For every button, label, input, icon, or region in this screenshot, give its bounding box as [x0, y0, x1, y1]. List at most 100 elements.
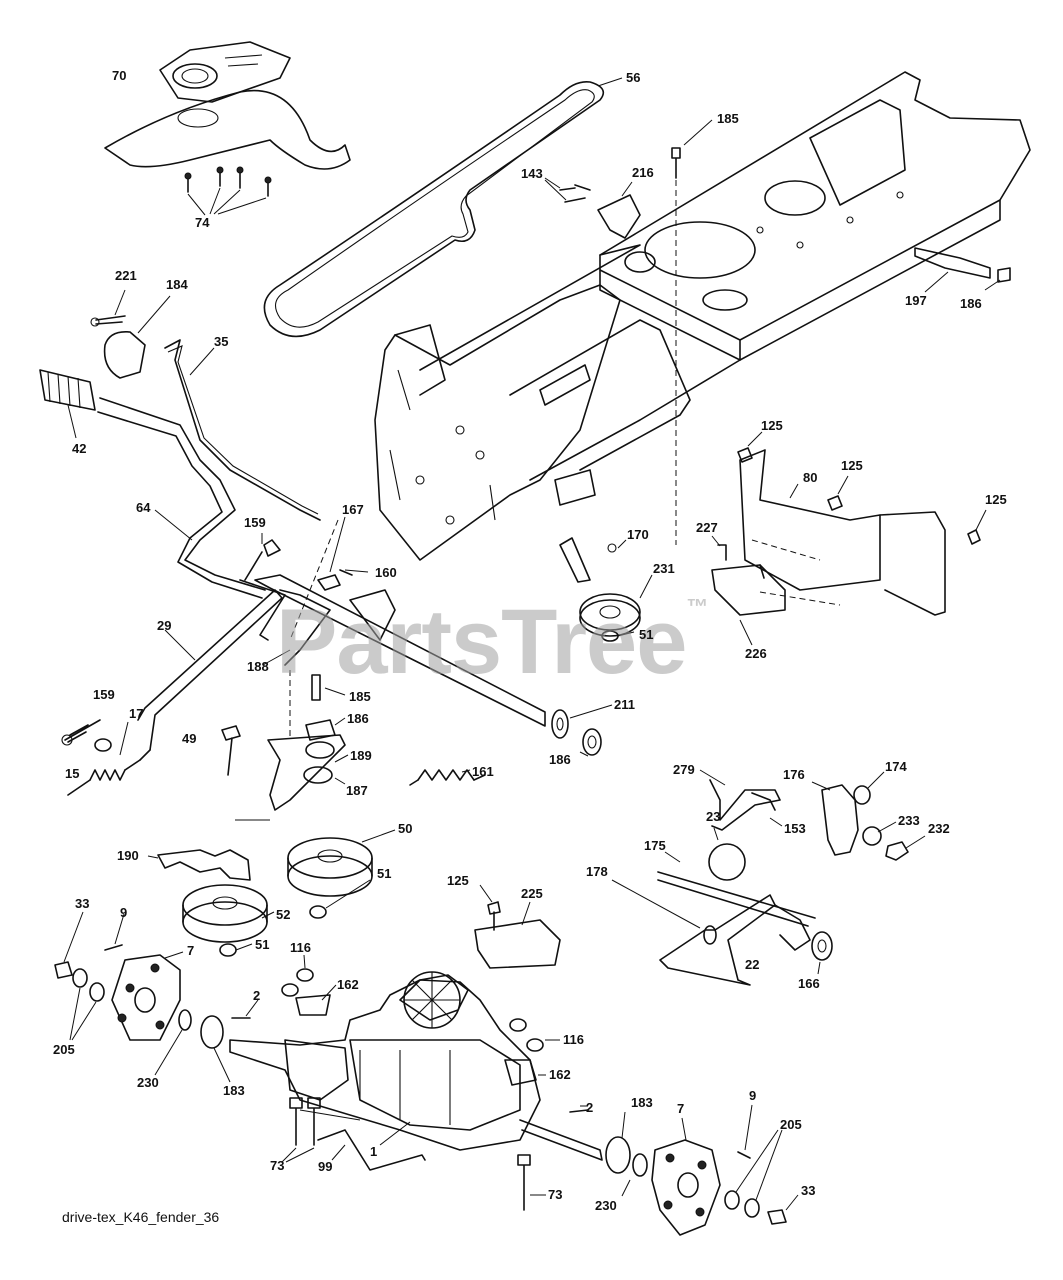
callout-2: 2	[253, 988, 261, 1003]
pulley-50	[287, 829, 396, 919]
callout-52: 52	[276, 907, 291, 922]
callout-176: 176	[783, 767, 805, 782]
bolt-159-top	[244, 533, 281, 581]
idler-pulley-231	[559, 537, 653, 642]
callout-190: 190	[117, 848, 139, 863]
callout-49: 49	[182, 731, 197, 746]
callout-279: 279	[673, 762, 695, 777]
callout-233: 233	[898, 813, 920, 828]
rod-197	[914, 247, 1011, 293]
callout-162: 162	[337, 977, 359, 992]
callout-227: 227	[696, 520, 718, 535]
callout-74: 74	[195, 215, 210, 230]
washer-174	[853, 771, 885, 805]
callout-73: 73	[548, 1187, 563, 1202]
fender-assembly	[104, 41, 351, 170]
callout-226: 226	[745, 646, 767, 661]
shield-190	[147, 849, 251, 881]
callout-232: 232	[928, 821, 950, 836]
callout-225: 225	[521, 886, 543, 901]
cotter-pin-221	[90, 289, 126, 327]
callout-125: 125	[985, 492, 1007, 507]
rod-35	[164, 339, 321, 521]
callout-7: 7	[677, 1101, 685, 1116]
washer-233	[862, 821, 897, 846]
brake-linkage	[137, 574, 546, 761]
spring-161	[409, 769, 486, 786]
callout-187: 187	[346, 783, 368, 798]
shaft-175-178	[611, 851, 816, 986]
callout-35: 35	[214, 334, 229, 349]
callout-2: 2	[586, 1100, 594, 1115]
callout-161: 161	[472, 764, 494, 779]
callout-125: 125	[841, 458, 863, 473]
rod-99	[317, 1129, 426, 1171]
callout-51: 51	[377, 866, 392, 881]
callout-189: 189	[350, 748, 372, 763]
callout-188: 188	[247, 659, 269, 674]
callout-9: 9	[749, 1088, 757, 1103]
bracket-216	[544, 177, 641, 239]
callout-50: 50	[398, 821, 413, 836]
callout-51: 51	[255, 937, 270, 952]
callout-186: 186	[960, 296, 982, 311]
callout-22: 22	[745, 957, 760, 972]
callout-230: 230	[595, 1198, 617, 1213]
callout-160: 160	[375, 565, 397, 580]
callout-42: 42	[72, 441, 87, 456]
callout-178: 178	[586, 864, 608, 879]
washer-166	[811, 931, 833, 975]
bracket-176	[811, 781, 859, 856]
nut-232	[885, 835, 926, 861]
left-hub-assembly	[54, 911, 231, 1083]
callout-186: 186	[347, 711, 369, 726]
callout-143: 143	[521, 166, 543, 181]
callout-170: 170	[627, 527, 649, 542]
callout-64: 64	[136, 500, 151, 515]
callout-174: 174	[885, 759, 907, 774]
link-167-160	[289, 516, 369, 641]
callout-9: 9	[120, 905, 128, 920]
callout-166: 166	[798, 976, 820, 991]
callout-159: 159	[93, 687, 115, 702]
callout-29: 29	[157, 618, 172, 633]
callout-183: 183	[631, 1095, 653, 1110]
callout-15: 15	[65, 766, 80, 781]
main-frame	[374, 71, 1031, 561]
callout-125: 125	[761, 418, 783, 433]
pulley-52	[182, 884, 275, 957]
callout-175: 175	[644, 838, 666, 853]
callout-205: 205	[780, 1117, 802, 1132]
callout-17: 17	[129, 706, 144, 721]
callout-116: 116	[290, 940, 311, 955]
callout-153: 153	[784, 821, 806, 836]
fitting-116-162-right	[504, 1018, 589, 1113]
callout-211: 211	[614, 697, 635, 712]
callout-80: 80	[803, 470, 818, 485]
drive-belt-56	[263, 77, 623, 338]
bracket-226	[711, 535, 786, 646]
spring-17	[67, 721, 141, 796]
callout-159: 159	[244, 515, 266, 530]
washer-186	[579, 728, 602, 757]
callout-1: 1	[370, 1144, 378, 1159]
transaxle-1	[229, 971, 603, 1161]
callout-230: 230	[137, 1075, 159, 1090]
bracket-80	[737, 431, 987, 616]
diagram-caption: drive-tex_K46_fender_36	[62, 1209, 220, 1225]
callout-231: 231	[653, 561, 675, 576]
bumper-184	[103, 295, 171, 379]
callout-197: 197	[905, 293, 927, 308]
bolt-159-lower	[61, 719, 101, 746]
callout-116: 116	[563, 1032, 584, 1047]
callout-33: 33	[75, 896, 90, 911]
bolts-73	[281, 1097, 546, 1211]
callout-125: 125	[447, 873, 469, 888]
lever-279	[699, 769, 783, 831]
bracket-189-group	[235, 670, 349, 821]
callout-186: 186	[549, 752, 571, 767]
bolt-49	[221, 725, 241, 776]
screw-set-74	[184, 166, 272, 216]
